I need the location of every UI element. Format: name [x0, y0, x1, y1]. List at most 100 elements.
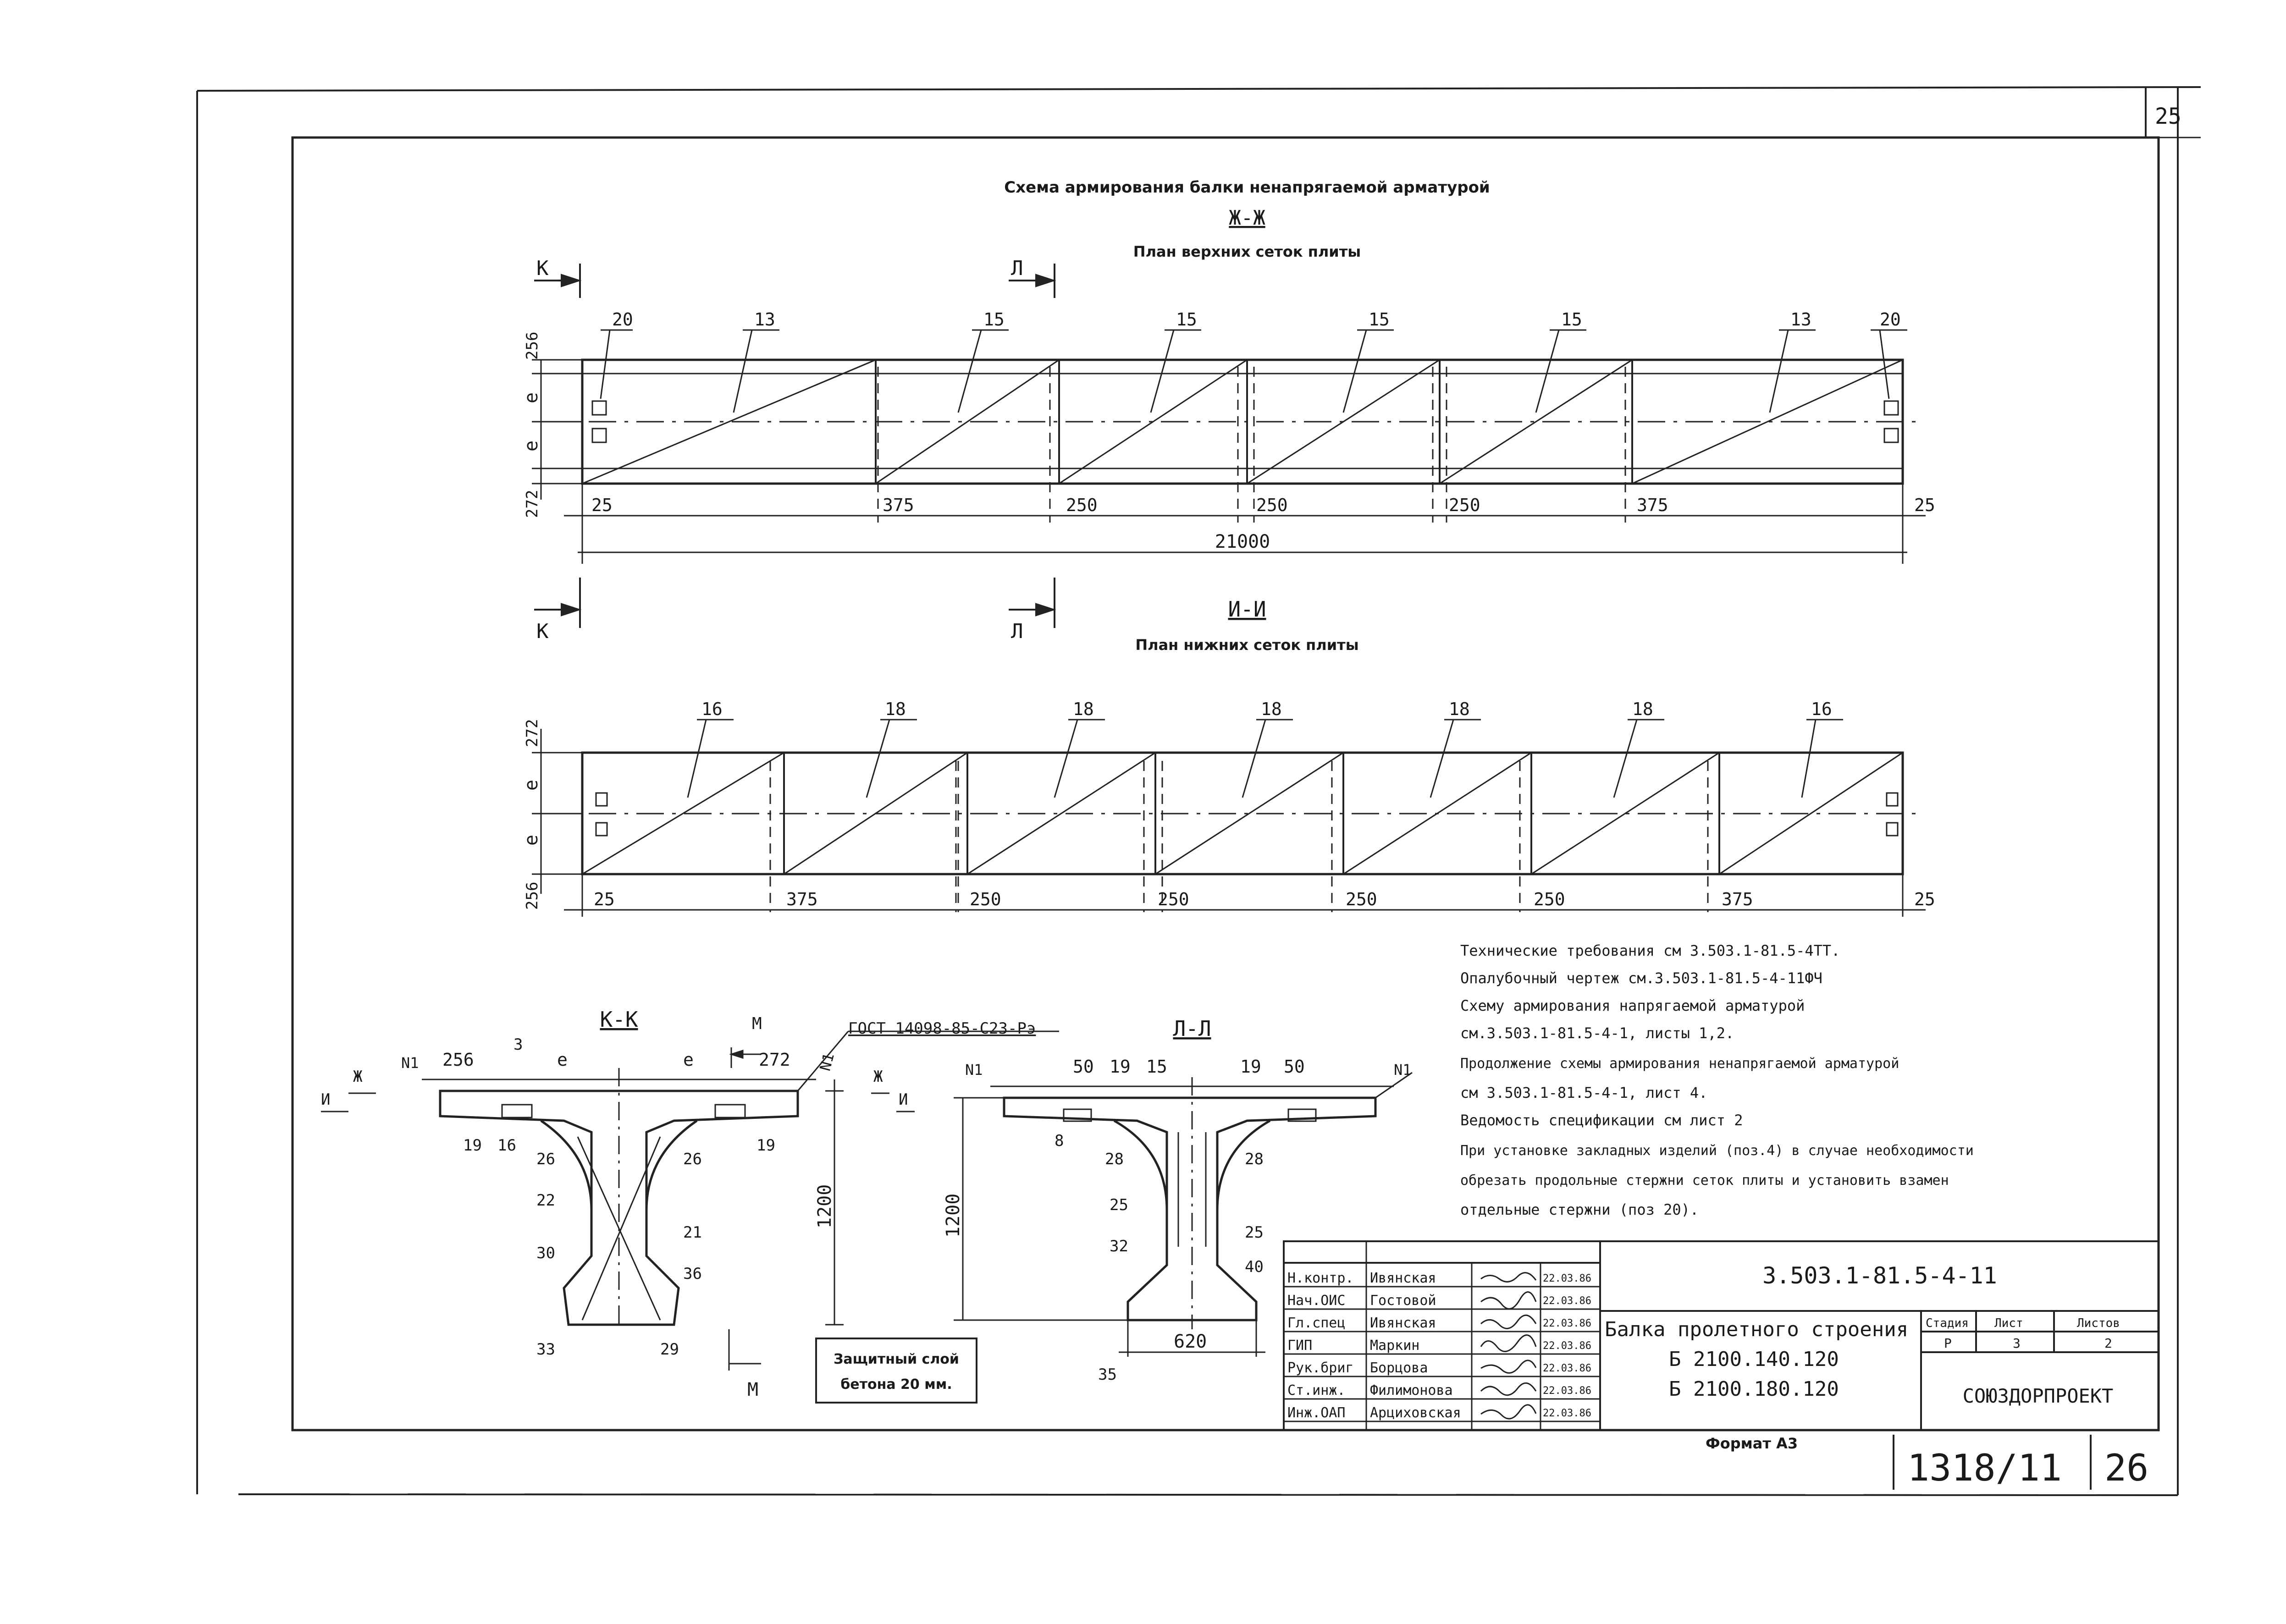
kk-mark-19-left: 19	[463, 1136, 482, 1155]
title-block-rows: Н.контр. Ивянская 22.03.86 Нач.ОИС Госто…	[1287, 1270, 1591, 1421]
tb-name-6: Филимонова	[1370, 1382, 1453, 1398]
cut-label-l-bottom: Л	[1011, 620, 1023, 643]
top-left-dim-e2: е	[521, 440, 542, 451]
tb-stage-header: Стадия	[1926, 1316, 1969, 1330]
ll-dim-50-left: 50	[1073, 1057, 1094, 1077]
section-label-zh: Ж-Ж	[1229, 206, 1265, 230]
tb-date-5: 22.03.86	[1543, 1363, 1591, 1374]
bottom-dim-375-right: 375	[1722, 889, 1753, 909]
ll-mark-25-left: 25	[1110, 1196, 1128, 1214]
kk-dim-e1: е	[557, 1050, 568, 1070]
bottom-left-dim-e1: е	[521, 780, 542, 791]
kk-mark-22: 22	[536, 1191, 555, 1210]
top-dim-250-a: 250	[1066, 495, 1098, 515]
sheet-frame	[196, 86, 2201, 1496]
bottom-dim-250-d: 250	[1534, 889, 1565, 909]
top-mark-15-a: 15	[983, 309, 1005, 330]
section-label-i: И-И	[1228, 597, 1266, 622]
section-kk-top-dims: 256 3 е е 272	[442, 1035, 790, 1070]
plan-bottom-title: План нижних сеток плиты	[1135, 636, 1358, 654]
tb-date-2: 22.03.86	[1543, 1295, 1591, 1307]
note-line-6: см 3.503.1-81.5-4-1, лист 4.	[1460, 1084, 1707, 1101]
kk-height-1200: 1200	[814, 1184, 835, 1228]
top-mark-20-right: 20	[1880, 309, 1901, 330]
kk-mark-n1-right: N1	[816, 1051, 838, 1073]
note-line-7: Ведомость спецификации см лист 2	[1460, 1112, 1743, 1129]
bottom-mark-16-left: 16	[701, 699, 723, 719]
kk-mark-19-right: 19	[756, 1136, 775, 1155]
top-dim-250-b: 250	[1256, 495, 1288, 515]
section-ll-marks: N1 8 28 25 32 35 N1 28 25 40	[965, 1061, 1412, 1384]
bottom-dim-250-b: 250	[1158, 889, 1189, 909]
plan-top-title: План верхних сеток плиты	[1133, 243, 1361, 260]
tb-name-4: Маркин	[1370, 1338, 1419, 1354]
top-mark-13-right: 13	[1790, 309, 1811, 330]
gost-label: ГОСТ 14098-85-С23-Рэ	[848, 1019, 1036, 1038]
note-line-8: При установке закладных изделий (поз.4) …	[1460, 1143, 1974, 1159]
kk-mark-26-right: 26	[683, 1150, 702, 1168]
top-dim-25-right: 25	[1914, 495, 1935, 515]
bottom-plan-marks: 16 18 18 18 18 18 16	[701, 699, 1832, 719]
top-dim-total: 21000	[1215, 531, 1270, 552]
note-line-2: Опалубочный чертеж см.3.503.1-81.5-4-11Ф…	[1460, 969, 1822, 987]
note-line-3: Схему армирования напрягаемой арматурой	[1460, 997, 1805, 1014]
cut-label-k-bottom: К	[536, 620, 549, 643]
tb-sheet-header: Лист	[1994, 1316, 2023, 1330]
ll-mark-32: 32	[1110, 1237, 1128, 1255]
ll-width-620: 620	[1174, 1331, 1207, 1352]
tb-role-7: Инж.ОАП	[1287, 1405, 1345, 1421]
section-kk-title: К-К	[600, 1007, 638, 1032]
tb-name-7: Арциховская	[1370, 1405, 1461, 1421]
tb-sheet-value: 3	[2013, 1336, 2021, 1351]
kk-mark-21: 21	[683, 1223, 702, 1242]
drawing-title: Схема армирования балки ненапрягаемой ар…	[1004, 178, 1490, 197]
bottom-dim-250-a: 250	[970, 889, 1001, 909]
bottom-mark-18-e: 18	[1632, 699, 1653, 719]
cut-mark-k-top	[534, 264, 582, 298]
bottom-plan-dims: 25 375 250 250 250 250 375 25	[594, 889, 1935, 909]
bottom-left-dim-272: 272	[523, 719, 541, 747]
ll-mark-40: 40	[1245, 1258, 1264, 1276]
tb-role-4: ГИП	[1287, 1338, 1312, 1354]
top-plan-marks: 20 13 15 15 15 15 13 20	[612, 309, 1901, 330]
section-ll-top-dims: 50 19 15 19 50	[1073, 1057, 1305, 1077]
archive-number: 1318/11	[1907, 1447, 2062, 1489]
tb-role-5: Рук.бриг	[1287, 1360, 1354, 1376]
tb-date-3: 22.03.86	[1543, 1318, 1591, 1329]
kk-mark-26-left: 26	[536, 1150, 555, 1168]
bottom-left-dim-e2: е	[521, 835, 542, 846]
top-mark-13-left: 13	[754, 309, 775, 330]
ll-mark-35: 35	[1098, 1365, 1117, 1384]
tb-role-1: Н.контр.	[1287, 1270, 1354, 1286]
bottom-mark-18-b: 18	[1073, 699, 1094, 719]
kk-mark-30: 30	[536, 1244, 555, 1262]
top-dim-375-right: 375	[1637, 495, 1668, 515]
ll-mark-n1-right: N1	[1394, 1061, 1412, 1079]
bottom-dim-25-left: 25	[594, 889, 615, 909]
tb-sheets-value: 2	[2104, 1336, 2112, 1351]
notes: Технические требования см 3.503.1-81.5-4…	[1460, 942, 1974, 1218]
top-left-dim-e1: е	[521, 392, 542, 403]
ll-dim-19-left: 19	[1110, 1057, 1131, 1077]
bottom-dim-25-right: 25	[1914, 889, 1935, 909]
tb-date-7: 22.03.86	[1543, 1408, 1591, 1419]
bottom-dim-250-c: 250	[1346, 889, 1377, 909]
kk-dim-272: 272	[759, 1050, 790, 1070]
cut-label-k-top: К	[536, 257, 549, 280]
cover-note-line-1: Защитный слой	[834, 1351, 959, 1367]
tb-name-line-1: Балка пролетного строения	[1605, 1318, 1908, 1341]
note-line-1: Технические требования см 3.503.1-81.5-4…	[1460, 942, 1840, 959]
tb-name-line-3: Б 2100.180.120	[1669, 1377, 1839, 1401]
top-left-dim-272: 272	[523, 490, 541, 518]
sheet-format: Формат А3	[1706, 1435, 1798, 1452]
kk-cut-m-top: М	[752, 1014, 762, 1033]
kk-cut-i-left: И	[321, 1090, 330, 1109]
tb-name-5: Борцова	[1370, 1360, 1428, 1376]
ll-dim-50-right: 50	[1284, 1057, 1305, 1077]
kk-mark-29: 29	[660, 1340, 679, 1359]
tb-date-1: 22.03.86	[1543, 1273, 1591, 1284]
kk-cut-m-bottom: М	[747, 1379, 758, 1400]
ll-mark-28-left: 28	[1105, 1150, 1124, 1168]
title-block: Н.контр. Ивянская 22.03.86 Нач.ОИС Госто…	[1283, 1240, 2159, 1431]
